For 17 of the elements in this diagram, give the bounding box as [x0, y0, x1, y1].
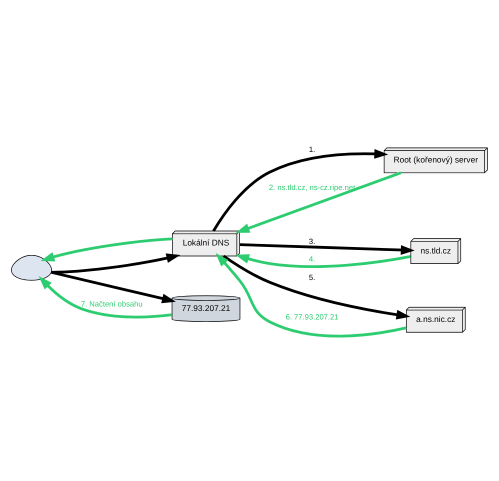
arrow [51, 270, 176, 303]
arrow [51, 252, 180, 274]
edge-label: 5. [308, 272, 316, 282]
arrow [38, 276, 172, 318]
arrow [40, 237, 172, 261]
arrow [235, 254, 411, 268]
edge-label: 7. Načtení obsahu [80, 298, 143, 308]
arrow [240, 242, 415, 254]
edge-label: 4. [308, 254, 316, 263]
arrow [216, 252, 406, 337]
node-person [11, 254, 52, 280]
edge-label: 6. 77.93.207.21 [286, 312, 338, 322]
edge-label: 1. [308, 144, 316, 154]
arrow [236, 171, 402, 232]
arrow [212, 148, 388, 232]
arrow [222, 254, 410, 320]
edge-label: 3. [308, 236, 316, 246]
